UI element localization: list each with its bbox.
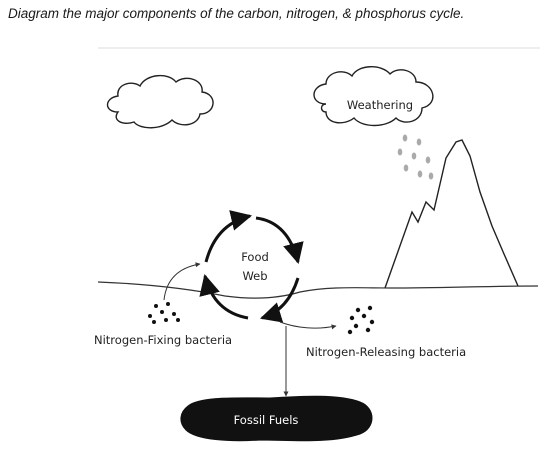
nitrogen-releasing-arrow [279, 321, 337, 330]
mountain [384, 139, 519, 289]
weathering-label: Weathering [347, 98, 413, 112]
instruction-text: Diagram the major components of the carb… [8, 6, 465, 21]
nitrogen-fixing-bacteria-dots [148, 302, 180, 324]
cloud-left [106, 75, 214, 129]
nitrogen-fixing-label: Nitrogen-Fixing bacteria [94, 333, 232, 347]
food-web-label-line1: Food [241, 250, 269, 264]
ground-line [97, 281, 539, 299]
nitrogen-fixing-arrow [163, 262, 201, 301]
cloud-weathering [313, 66, 434, 127]
rain-drops [397, 134, 434, 180]
fossil-fuels-label: Fossil Fuels [234, 413, 299, 427]
food-web-cycle [199, 210, 304, 323]
nitrogen-releasing-label: Nitrogen-Releasing bacteria [306, 345, 466, 359]
nitrogen-releasing-bacteria-dots [347, 305, 375, 335]
food-web-label-line2: Web [242, 269, 267, 283]
fossil-fuels-blob [180, 395, 373, 442]
